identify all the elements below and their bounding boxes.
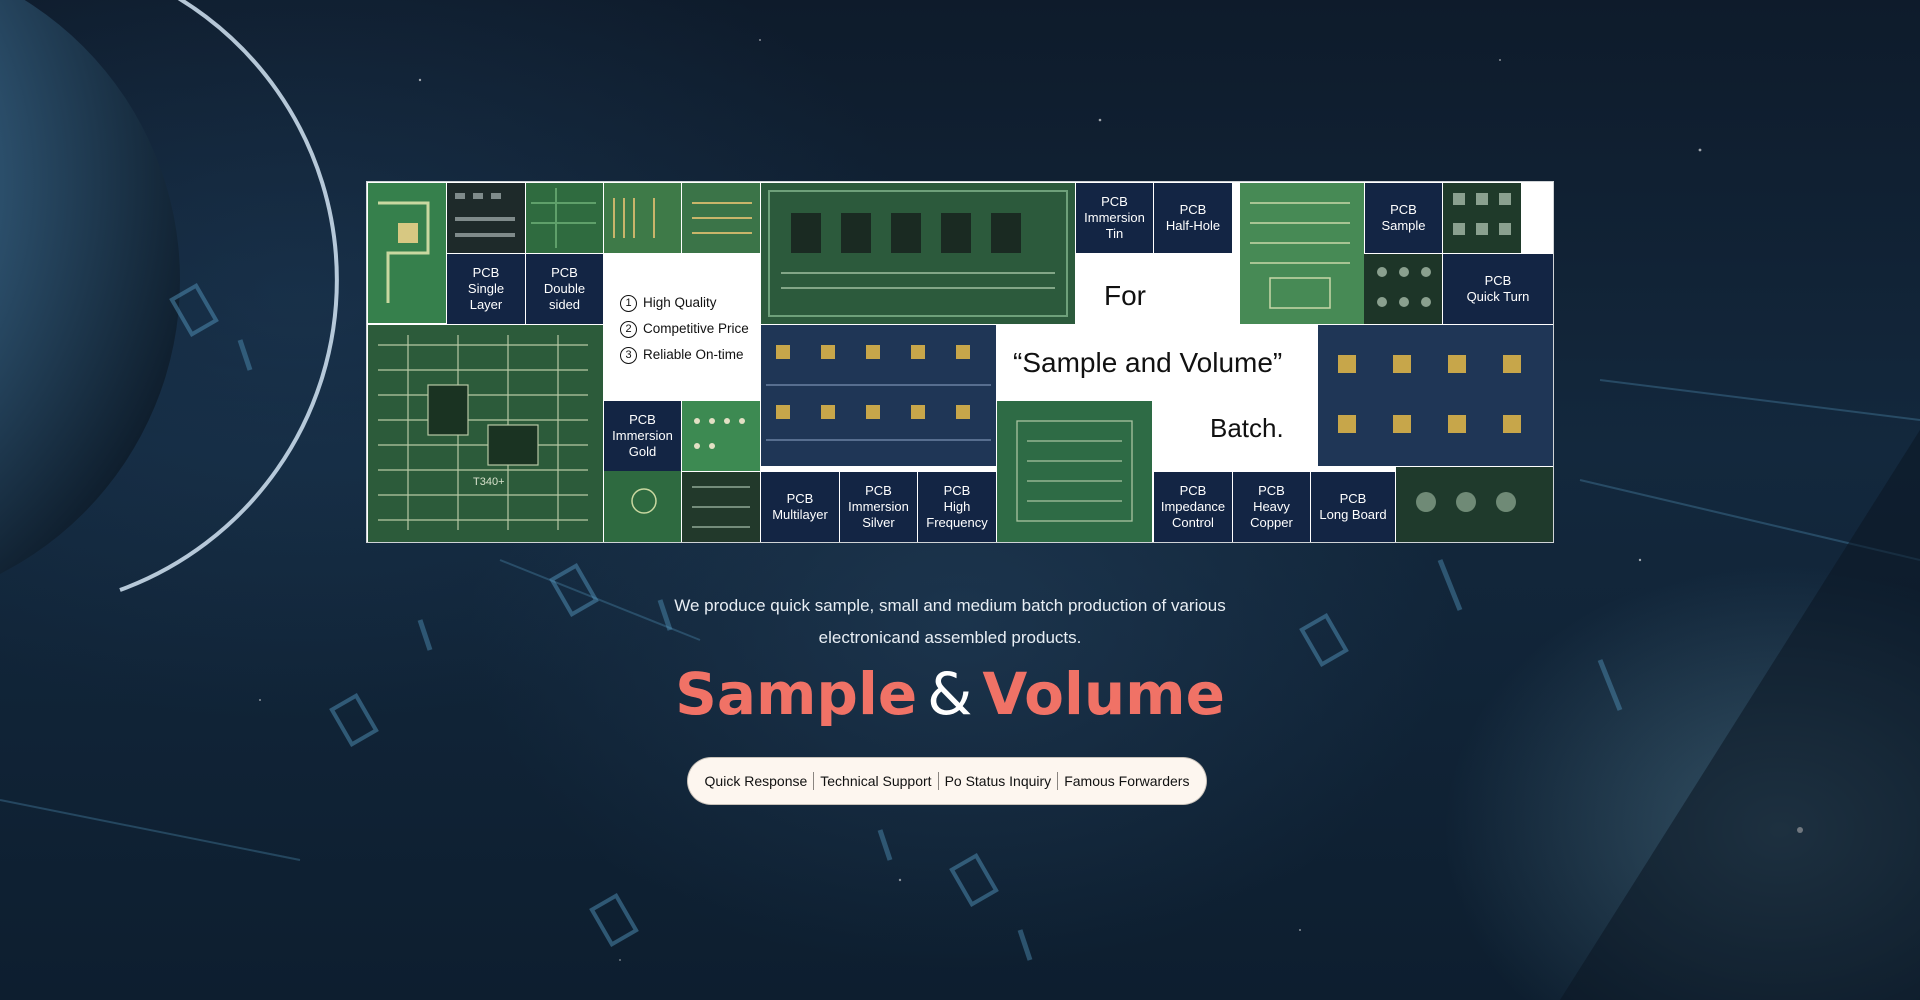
divider: [1057, 772, 1059, 790]
link-quick-response[interactable]: Quick Response: [704, 773, 808, 789]
pcb-photo: [1318, 325, 1553, 466]
pcb-photo: [604, 183, 681, 253]
slogan-quote: “Sample and Volume”: [1013, 347, 1283, 378]
pcb-photo: [526, 183, 603, 253]
slogan-batch: Batch.: [1210, 413, 1284, 443]
pcb-photo: [761, 325, 996, 466]
link-famous-forwarders[interactable]: Famous Forwarders: [1064, 773, 1190, 789]
page-headline: Sample&Volume: [560, 660, 1340, 728]
divider: [813, 772, 815, 790]
intro-text: We produce quick sample, small and mediu…: [600, 590, 1300, 654]
pcb-photo: [997, 401, 1152, 542]
link-technical-support[interactable]: Technical Support: [820, 773, 932, 789]
headline-word-volume: Volume: [982, 660, 1225, 728]
headline-word-sample: Sample: [675, 660, 918, 728]
pcb-photo: [1364, 254, 1442, 324]
pcb-photo: T340+: [368, 325, 603, 542]
divider: [937, 772, 939, 790]
pcb-photo: [682, 472, 760, 542]
pcb-photo: [368, 183, 446, 323]
pcb-photo: [682, 183, 760, 253]
service-links-pill: Quick Response Technical Support Po Stat…: [688, 758, 1206, 804]
link-po-status-inquiry[interactable]: Po Status Inquiry: [944, 773, 1052, 789]
slogan-for: For: [1104, 280, 1146, 311]
pcb-photo: [447, 183, 525, 253]
intro-line-2: electronicand assembled products.: [818, 628, 1082, 647]
headline-ampersand: &: [927, 660, 973, 728]
board-marking: T340+: [473, 476, 505, 488]
pcb-photo: [761, 183, 1075, 324]
pcb-photo: [682, 401, 760, 471]
pcb-photo: [1396, 467, 1553, 542]
pcb-photo: [1240, 183, 1364, 324]
pcb-photo: [1443, 183, 1521, 253]
intro-line-1: We produce quick sample, small and mediu…: [674, 596, 1226, 615]
planet-graphic: [0, 0, 339, 592]
